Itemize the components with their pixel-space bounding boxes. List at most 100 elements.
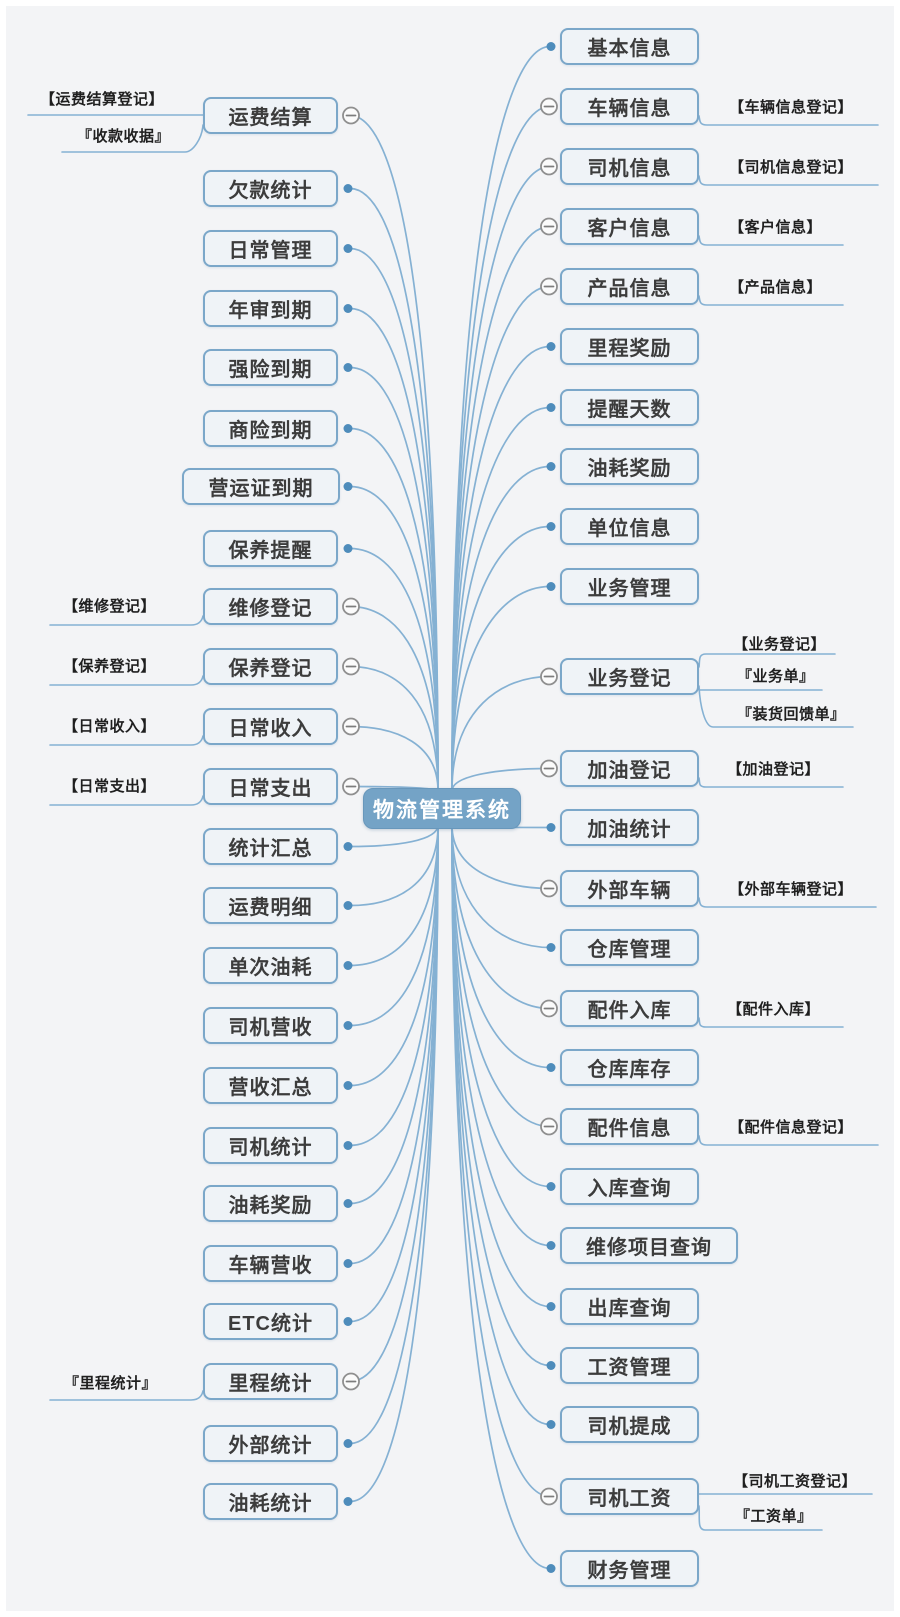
collapse-icon[interactable] (540, 97, 558, 116)
mindmap-node[interactable]: 仓库管理 (560, 929, 699, 966)
mindmap-node[interactable]: 日常支出 (203, 768, 338, 805)
collapse-icon[interactable] (342, 106, 360, 125)
mindmap-subnode[interactable]: 【司机工资登记】 (733, 1473, 858, 1490)
collapse-icon[interactable] (540, 999, 558, 1018)
mindmap-subnode[interactable]: 【客户信息】 (729, 219, 823, 236)
mindmap-node[interactable]: 配件信息 (560, 1108, 699, 1145)
mindmap-node[interactable]: 营收汇总 (203, 1067, 338, 1104)
mindmap-node[interactable]: 单次油耗 (203, 947, 338, 984)
mindmap-node[interactable]: 统计汇总 (203, 828, 338, 865)
mindmap-subnode[interactable]: 『业务单』 (737, 668, 815, 685)
mindmap-subnode[interactable]: 【日常支出】 (63, 778, 157, 795)
mindmap-node[interactable]: 提醒天数 (560, 389, 699, 426)
mindmap-subnode[interactable]: 『里程统计』 (64, 1375, 158, 1392)
collapse-icon[interactable] (540, 667, 558, 686)
mindmap-node[interactable]: 业务管理 (560, 568, 699, 605)
mindmap-node[interactable]: 运费结算 (203, 97, 338, 134)
mindmap-node[interactable]: 加油登记 (560, 750, 699, 787)
collapse-icon[interactable] (540, 217, 558, 236)
mindmap-node[interactable]: 仓库库存 (560, 1049, 699, 1086)
mindmap-subnode[interactable]: 『工资单』 (735, 1508, 813, 1525)
collapse-icon[interactable] (342, 717, 360, 736)
connector-curve (451, 45, 551, 792)
collapse-icon[interactable] (540, 277, 558, 296)
mindmap-node[interactable]: 油耗统计 (203, 1483, 338, 1520)
connector-curve (349, 824, 439, 848)
connector-curve (698, 115, 879, 126)
mindmap-node[interactable]: 司机信息 (560, 148, 699, 185)
mindmap-node[interactable]: 司机工资 (560, 1478, 699, 1515)
mindmap-node[interactable]: 车辆营收 (203, 1245, 338, 1282)
mindmap-node[interactable]: 维修登记 (203, 588, 338, 625)
connector-curve (698, 235, 844, 246)
mindmap-node[interactable]: 入库查询 (560, 1168, 699, 1205)
mindmap-node[interactable]: 里程统计 (203, 1363, 338, 1400)
mindmap-node[interactable]: 日常收入 (203, 708, 338, 745)
mindmap-node[interactable]: 里程奖励 (560, 328, 699, 365)
mindmap-node[interactable]: 年审到期 (203, 290, 338, 327)
mindmap-node[interactable]: 配件入库 (560, 990, 699, 1027)
mindmap-node[interactable]: 车辆信息 (560, 88, 699, 125)
mindmap-subnode[interactable]: 【维修登记】 (63, 598, 157, 615)
collapse-icon[interactable] (540, 157, 558, 176)
connector-curve (451, 345, 551, 792)
branch-dot (546, 1420, 556, 1429)
mindmap-node[interactable]: 客户信息 (560, 208, 699, 245)
collapse-icon[interactable] (342, 1372, 360, 1391)
mindmap-node[interactable]: 司机营收 (203, 1007, 338, 1044)
mindmap-node[interactable]: 司机提成 (560, 1406, 699, 1443)
mindmap-subnode[interactable]: 【配件信息登记】 (729, 1119, 854, 1136)
mindmap-node[interactable]: 油耗奖励 (203, 1185, 338, 1222)
mindmap-subnode[interactable]: 【加油登记】 (727, 761, 821, 778)
collapse-icon[interactable] (540, 759, 558, 778)
mindmap-subnode[interactable]: 【配件入库】 (727, 1001, 821, 1018)
connector-curve (698, 295, 844, 306)
mindmap-subnode[interactable]: 【产品信息】 (729, 279, 823, 296)
mindmap-node[interactable]: 商险到期 (203, 410, 338, 447)
mindmap-node[interactable]: 外部车辆 (560, 870, 699, 907)
mindmap-node[interactable]: 欠款统计 (203, 170, 338, 207)
mindmap-node[interactable]: 强险到期 (203, 349, 338, 386)
mindmap-subnode[interactable]: 【运费结算登记】 (40, 91, 165, 108)
mindmap-node[interactable]: 出库查询 (560, 1288, 699, 1325)
mindmap-node[interactable]: 基本信息 (560, 28, 699, 65)
mindmap-subnode[interactable]: 【外部车辆登记】 (729, 881, 854, 898)
collapse-icon[interactable] (342, 597, 360, 616)
mindmap-node[interactable]: 财务管理 (560, 1550, 699, 1587)
connector-curve (451, 165, 551, 792)
mindmap-node[interactable]: 油耗奖励 (560, 448, 699, 485)
mindmap-node[interactable]: 营运证到期 (182, 468, 340, 505)
collapse-icon[interactable] (540, 1487, 558, 1506)
mindmap-node[interactable]: 保养登记 (203, 648, 338, 685)
connector-curve (49, 615, 204, 626)
branch-dot (343, 424, 353, 433)
mindmap-node[interactable]: 加油统计 (560, 809, 699, 846)
collapse-icon[interactable] (342, 657, 360, 676)
mindmap-subnode[interactable]: 【日常收入】 (63, 718, 157, 735)
mindmap-node[interactable]: 司机统计 (203, 1127, 338, 1164)
branch-dot (343, 961, 353, 970)
collapse-icon[interactable] (342, 777, 360, 796)
mindmap-node[interactable]: 工资管理 (560, 1347, 699, 1384)
mindmap-node[interactable]: 产品信息 (560, 268, 699, 305)
center-topic[interactable]: 物流管理系统 (363, 788, 521, 829)
mindmap-node[interactable]: 外部统计 (203, 1425, 338, 1462)
mindmap-node[interactable]: ETC统计 (203, 1303, 338, 1340)
mindmap-node[interactable]: 运费明细 (203, 887, 338, 924)
mindmap-node[interactable]: 单位信息 (560, 508, 699, 545)
mindmap-subnode[interactable]: 【业务登记】 (733, 636, 827, 653)
mindmap-subnode[interactable]: 【司机信息登记】 (729, 159, 854, 176)
connector-curve (349, 824, 439, 907)
connector-curve (451, 824, 551, 1570)
collapse-icon[interactable] (540, 879, 558, 898)
mindmap-subnode[interactable]: 『收款收据』 (77, 128, 171, 145)
mindmap-subnode[interactable]: 【车辆信息登记】 (729, 99, 854, 116)
collapse-icon[interactable] (540, 1117, 558, 1136)
connector-curve (698, 1017, 844, 1028)
mindmap-subnode[interactable]: 『装货回馈单』 (737, 706, 846, 723)
mindmap-subnode[interactable]: 【保养登记】 (63, 658, 157, 675)
mindmap-node[interactable]: 维修项目查询 (560, 1227, 738, 1264)
mindmap-node[interactable]: 日常管理 (203, 230, 338, 267)
mindmap-node[interactable]: 业务登记 (560, 658, 699, 695)
mindmap-node[interactable]: 保养提醒 (203, 530, 338, 567)
